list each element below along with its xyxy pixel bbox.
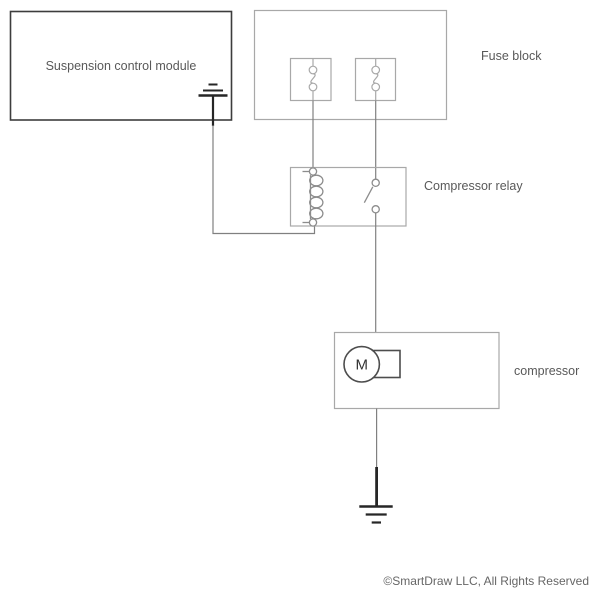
fuse-icon — [289, 57, 332, 102]
relay-switch-icon — [363, 178, 380, 214]
fuse-block-box — [253, 9, 448, 121]
motor-icon: M — [343, 345, 401, 383]
ground-icon — [198, 83, 228, 126]
suspension-control-module-box — [9, 10, 233, 121]
fuse-block-label: Fuse block — [481, 49, 542, 63]
smartdraw-copyright: ©SmartDraw LLC, All Rights Reserved — [383, 574, 589, 588]
fuse-icon — [354, 57, 397, 102]
compressor-relay-box — [289, 166, 407, 227]
compressor-relay-label: Compressor relay — [424, 179, 523, 193]
motor-letter: M — [355, 357, 368, 374]
compressor-label: compressor — [514, 364, 580, 378]
relay-coil-icon — [302, 167, 324, 227]
chassis-ground-icon — [359, 467, 393, 524]
compressor-box — [333, 331, 500, 410]
wire-module-to-relay-coil — [212, 125, 316, 235]
suspension-control-module-label: Suspension control module — [45, 59, 197, 73]
